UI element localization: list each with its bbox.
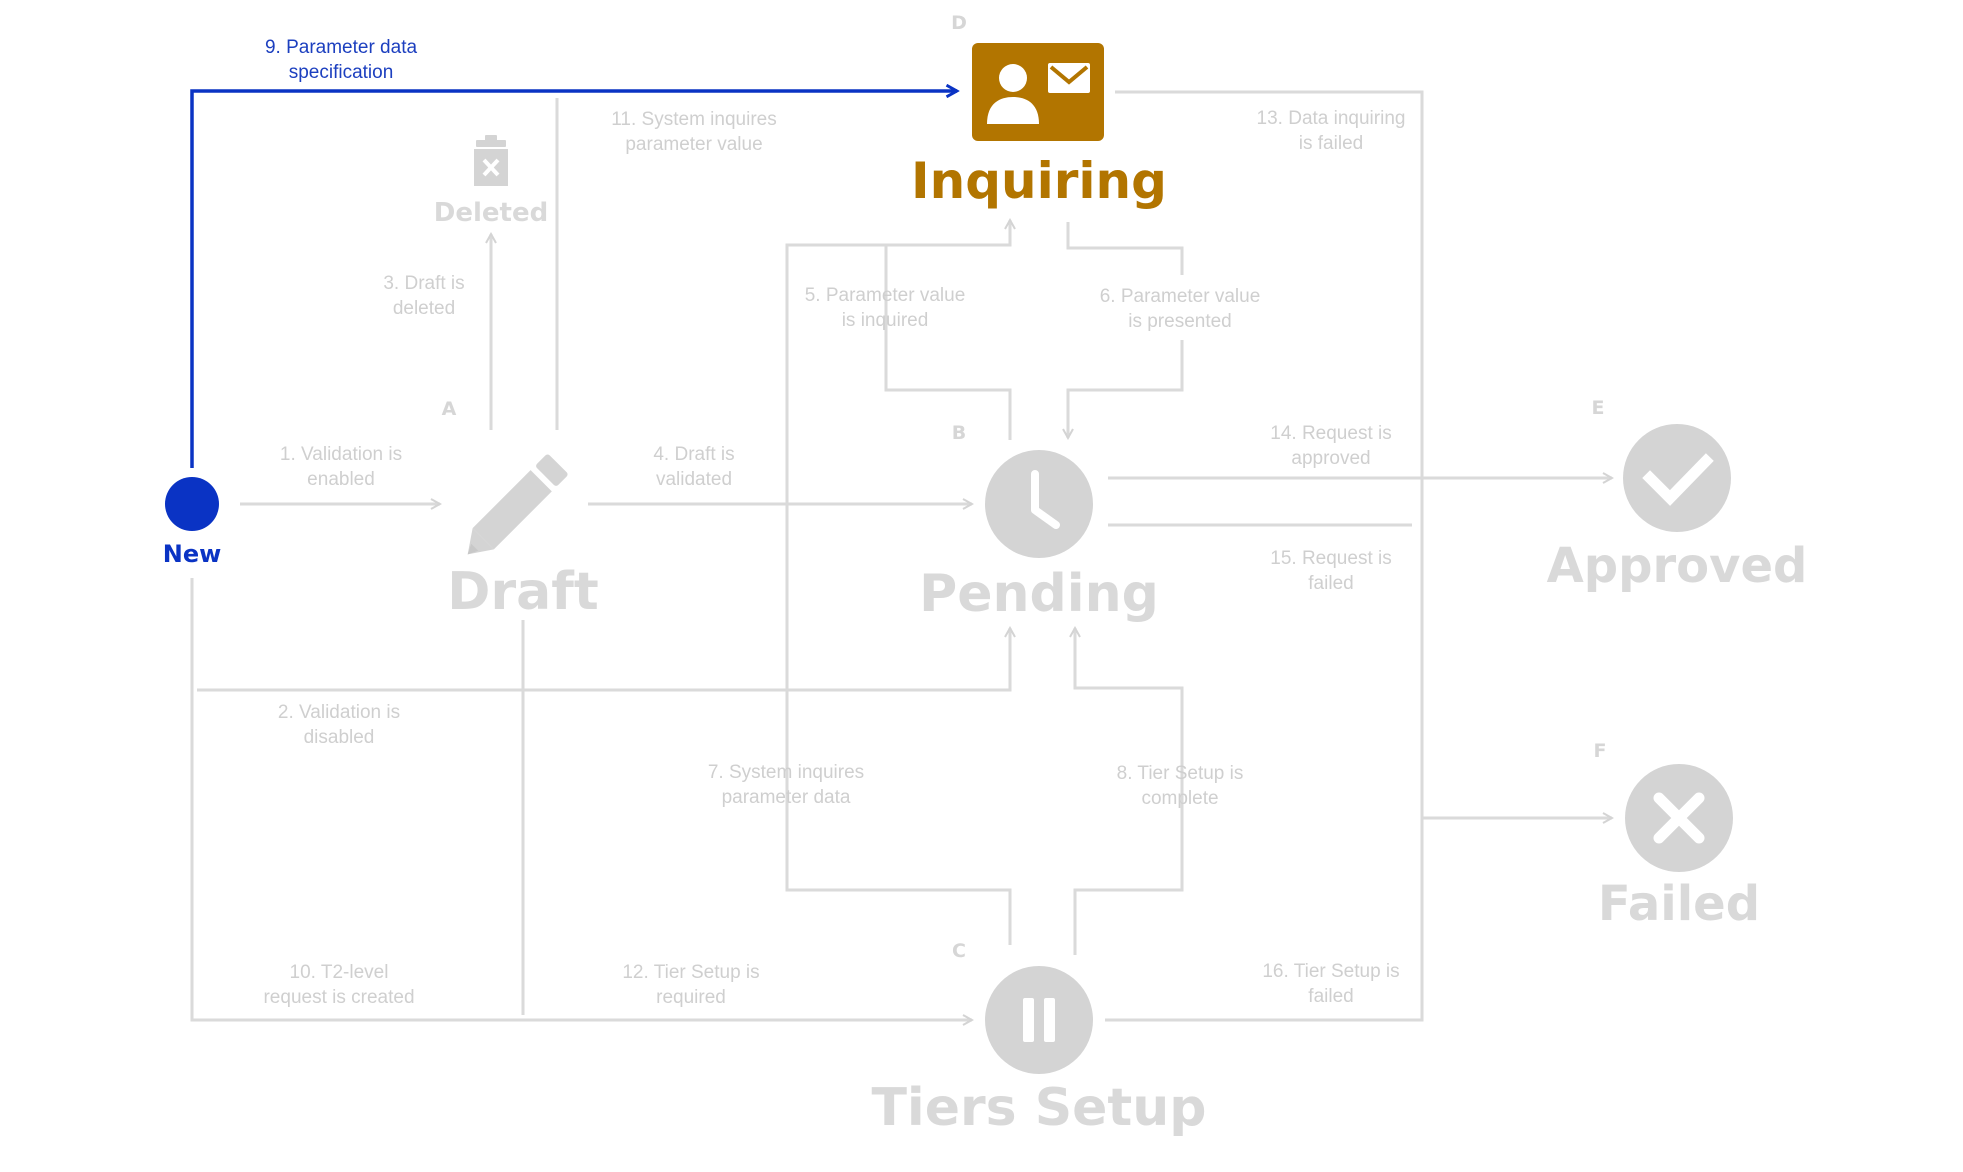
state-label-failed: Failed	[1597, 876, 1761, 932]
state-label-pending: Pending	[919, 564, 1159, 624]
edge-9-parameter-data-specification	[190, 91, 957, 468]
state-label-deleted: Deleted	[433, 198, 549, 228]
state-letter-a: A	[441, 398, 457, 420]
transition-label-7: 7. System inquires parameter data	[707, 762, 865, 808]
trash-can-icon	[474, 135, 508, 186]
transition-label-14: 14. Request is approved	[1270, 423, 1392, 469]
transition-label-2: 2. Validation is disabled	[277, 702, 401, 748]
check-circle-icon	[1623, 424, 1731, 532]
clock-icon	[985, 450, 1093, 558]
new-node-icon[interactable]	[165, 477, 219, 531]
state-letter-d: D	[951, 12, 967, 34]
transition-label-11: 11. System inquires parameter value	[611, 109, 777, 155]
edge-6-value-presented	[1066, 222, 1184, 275]
transition-label-4: 4. Draft is validated	[653, 444, 735, 490]
state-label-approved: Approved	[1546, 538, 1808, 594]
state-label-new: New	[162, 540, 222, 568]
edge-10-t2-request	[190, 578, 972, 1020]
transition-label-1: 1. Validation is enabled	[279, 444, 403, 490]
pencil-icon	[467, 454, 568, 555]
state-letter-e: E	[1591, 397, 1605, 419]
transition-label-6: 6. Parameter value is presented	[1099, 286, 1261, 332]
state-label-tiers-setup: Tiers Setup	[871, 1078, 1207, 1138]
state-label-draft: Draft	[447, 562, 599, 622]
state-letter-b: B	[951, 422, 967, 444]
edge-6-bottom	[1068, 340, 1184, 438]
x-circle-icon	[1625, 764, 1733, 872]
edge-5-value-inquired	[884, 248, 1012, 440]
state-letter-f: F	[1593, 740, 1607, 762]
pause-circle-icon	[985, 966, 1093, 1074]
edge-2-validation-disabled	[197, 628, 1010, 692]
edge-5-top	[884, 220, 1010, 275]
state-letter-c: C	[952, 940, 966, 962]
transition-label-12: 12. Tier Setup is required	[622, 962, 760, 1008]
state-label-inquiring: Inquiring	[911, 152, 1167, 210]
transition-label-16: 16. Tier Setup is failed	[1262, 961, 1400, 1007]
edge-13-data-inquiring-failed	[1105, 90, 1424, 1022]
edge-7-inquires-data	[785, 243, 1012, 945]
transition-label-5: 5. Parameter value is inquired	[804, 285, 966, 331]
edge-8-tier-complete	[1075, 628, 1184, 955]
transition-label-9: 9. Parameter data specification	[264, 37, 418, 83]
transition-label-8: 8. Tier Setup is complete	[1116, 763, 1244, 809]
contact-card-mail-icon	[972, 43, 1104, 141]
transition-label-3: 3. Draft is deleted	[383, 273, 465, 319]
transition-label-10: 10. T2-level request is created	[263, 962, 415, 1008]
transition-label-13: 13. Data inquiring is failed	[1256, 108, 1406, 154]
transition-label-15: 15. Request is failed	[1270, 548, 1392, 594]
